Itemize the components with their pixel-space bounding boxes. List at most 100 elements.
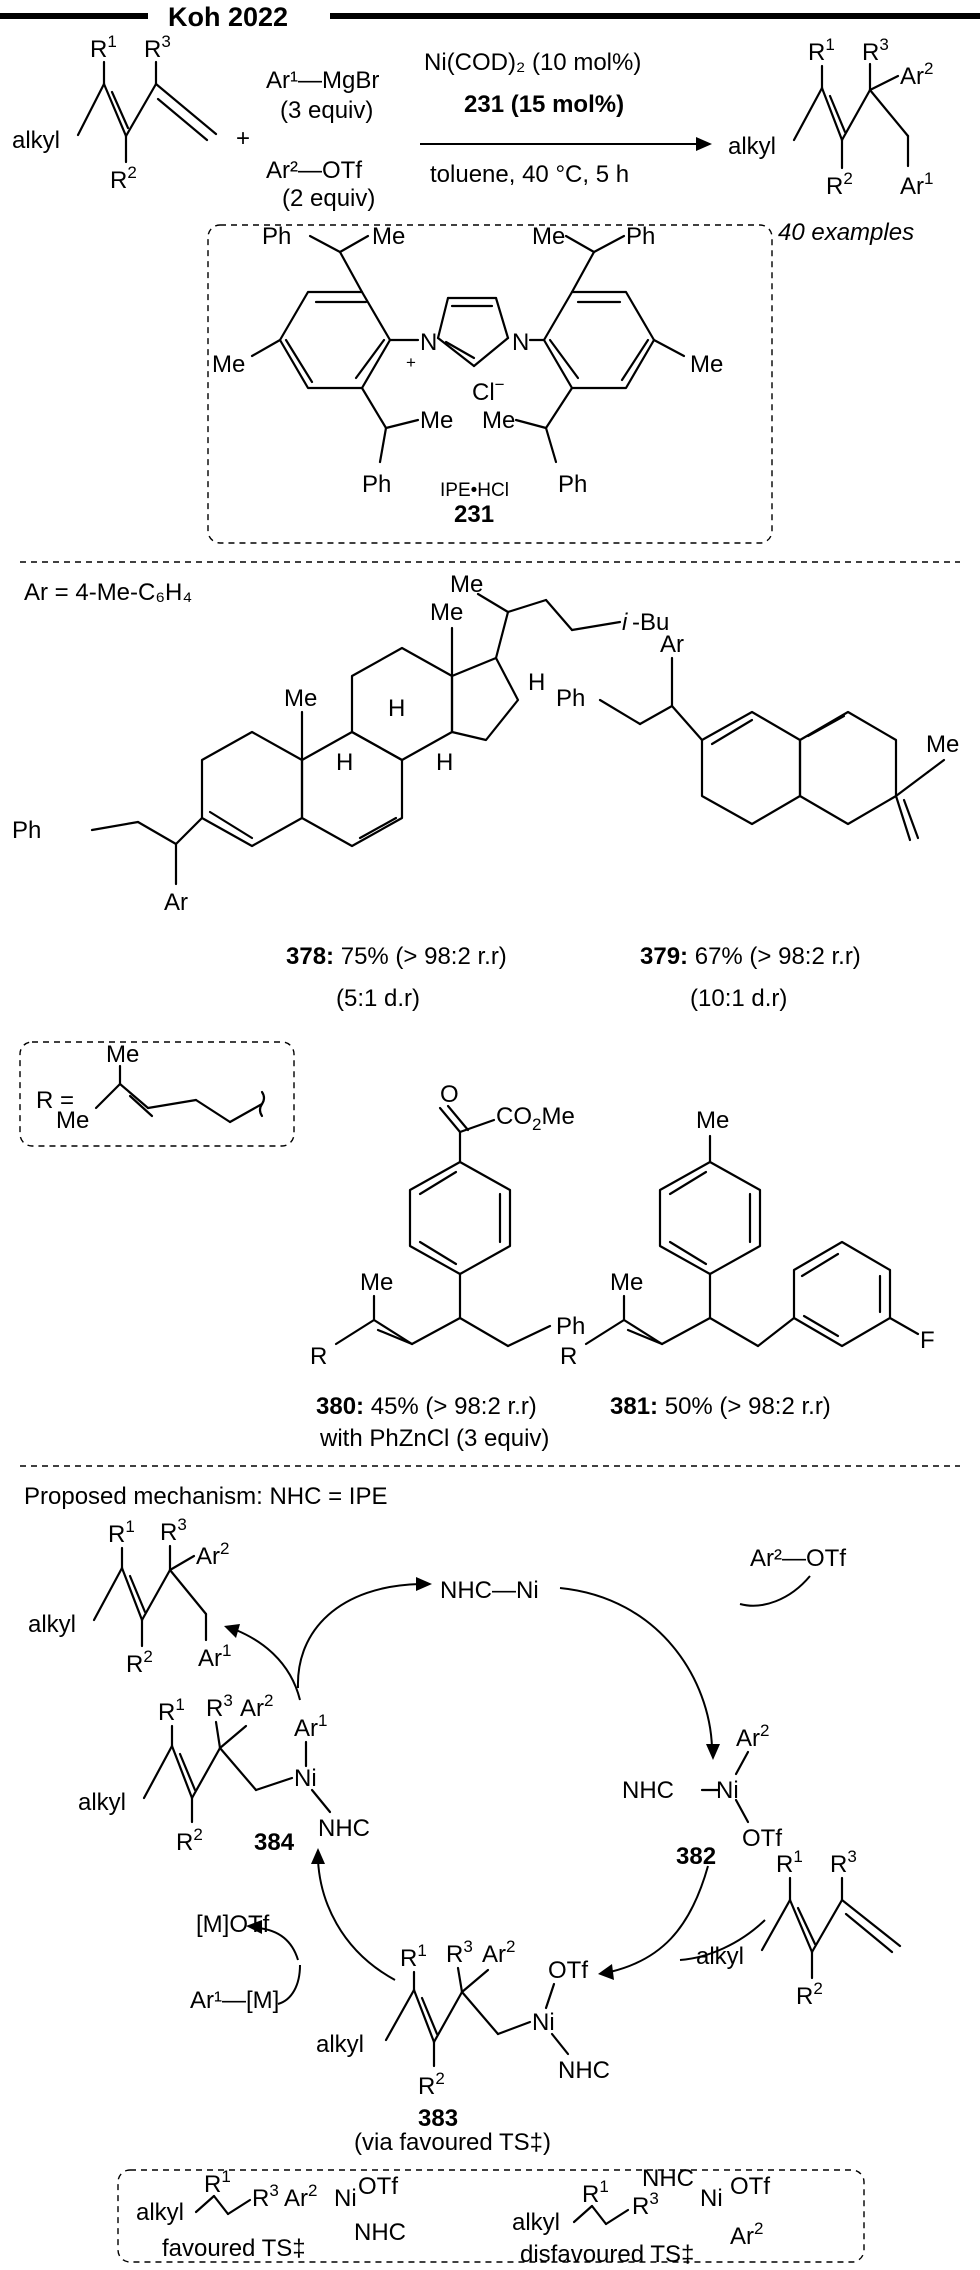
ligand-number: 231 bbox=[454, 501, 494, 528]
ligand-name: IPE•HCl bbox=[440, 480, 509, 501]
svg-text:NHC: NHC bbox=[622, 1777, 674, 1804]
svg-text:Me: Me bbox=[926, 731, 959, 758]
svg-text:+: + bbox=[406, 353, 416, 372]
compound-378-structure: Ph Ar Me Me Me i -Bu H H H H bbox=[12, 571, 669, 916]
svg-text:Ph: Ph bbox=[12, 817, 41, 844]
disfavoured-ts-label: disfavoured TS‡ bbox=[520, 2241, 694, 2268]
favoured-ts-label: favoured TS‡ bbox=[162, 2235, 306, 2262]
svg-text:OTf: OTf bbox=[742, 1825, 782, 1852]
svg-text:-Bu: -Bu bbox=[632, 609, 669, 636]
svg-text:Ar: Ar bbox=[164, 889, 188, 916]
svg-text:R3: R3 bbox=[206, 1691, 233, 1722]
svg-text:R1: R1 bbox=[108, 1517, 135, 1548]
svg-text:alkyl: alkyl bbox=[512, 2209, 560, 2236]
svg-text:Ph: Ph bbox=[626, 223, 655, 250]
svg-text:H: H bbox=[528, 669, 545, 696]
svg-text:R1: R1 bbox=[808, 35, 835, 66]
condition-catalyst: Ni(COD)₂ (10 mol%) bbox=[424, 49, 641, 76]
svg-text:Ni: Ni bbox=[334, 2185, 357, 2212]
aryl-definition: Ar = 4-Me-C₆H₄ bbox=[24, 579, 192, 606]
svg-text:OTf: OTf bbox=[548, 1957, 588, 1984]
intermediate-384-label: 384 bbox=[254, 1829, 295, 1856]
svg-text:R1: R1 bbox=[582, 2177, 609, 2208]
svg-text:Cl−: Cl− bbox=[472, 375, 505, 406]
svg-text:R3: R3 bbox=[446, 1937, 473, 1968]
svg-text:R1: R1 bbox=[400, 1941, 427, 1972]
svg-text:R =: R = bbox=[36, 1087, 74, 1114]
svg-text:R3: R3 bbox=[144, 32, 171, 63]
catalytic-cycle-arrows bbox=[224, 1575, 811, 2005]
svg-text:Ar2: Ar2 bbox=[900, 59, 933, 90]
svg-text:N: N bbox=[512, 329, 529, 356]
mechanism-catalyst: NHC—Ni bbox=[440, 1577, 539, 1604]
reagent-grignard: Ar¹—MgBr bbox=[266, 67, 379, 94]
svg-text:Ni: Ni bbox=[716, 1777, 739, 1804]
svg-text:Ph: Ph bbox=[556, 1313, 585, 1340]
svg-text:Ar2: Ar2 bbox=[240, 1691, 273, 1722]
svg-text:R2: R2 bbox=[826, 169, 853, 200]
svg-text:alkyl: alkyl bbox=[28, 1611, 76, 1638]
ligand-box bbox=[207, 224, 773, 544]
compound-381-structure: Me Me R F bbox=[560, 1107, 935, 1370]
svg-text:Me: Me bbox=[690, 351, 723, 378]
disfavoured-ts-structure: alkyl R1 R3 NHC Ni OTf Ar2 bbox=[512, 2165, 770, 2250]
mechanism-title: Proposed mechanism: NHC = IPE bbox=[24, 1483, 387, 1510]
intermediate-383-note: (via favoured TS‡) bbox=[354, 2129, 551, 2156]
svg-text:Me: Me bbox=[430, 599, 463, 626]
diene-substrate: alkyl R1 R3 R2 bbox=[12, 32, 218, 194]
mechanism-product-structure: alkyl R1 R3 Ar2 R2 Ar1 bbox=[28, 1515, 231, 1678]
compound-378-dr: (5:1 d.r) bbox=[336, 985, 420, 1012]
svg-text:NHC: NHC bbox=[354, 2219, 406, 2246]
svg-text:R2: R2 bbox=[126, 1647, 153, 1678]
svg-text:Ar2: Ar2 bbox=[730, 2219, 763, 2250]
r-group-box bbox=[19, 1041, 295, 1147]
svg-text:Ni: Ni bbox=[532, 2009, 555, 2036]
svg-text:R1: R1 bbox=[776, 1847, 803, 1878]
condition-solvent: toluene, 40 °C, 5 h bbox=[430, 161, 629, 188]
plus-sign: + bbox=[236, 125, 250, 152]
svg-text:Ar2: Ar2 bbox=[482, 1937, 515, 1968]
svg-text:O: O bbox=[440, 1081, 459, 1108]
svg-text:R3: R3 bbox=[252, 2181, 279, 2212]
svg-text:alkyl: alkyl bbox=[696, 1943, 744, 1970]
compound-378-result: 378: 75% (> 98:2 r.r) bbox=[286, 943, 507, 970]
svg-text:R3: R3 bbox=[830, 1847, 857, 1878]
svg-text:OTf: OTf bbox=[358, 2173, 398, 2200]
intermediate-382-label: 382 bbox=[676, 1843, 716, 1870]
svg-text:Ar2: Ar2 bbox=[284, 2181, 317, 2212]
svg-text:H: H bbox=[336, 749, 353, 776]
svg-text:Me: Me bbox=[360, 1269, 393, 1296]
svg-text:Me: Me bbox=[532, 223, 565, 250]
reagent-grignard-equiv: (3 equiv) bbox=[280, 97, 373, 124]
svg-text:R3: R3 bbox=[632, 2189, 659, 2220]
condition-ligand: 231 (15 mol%) bbox=[464, 91, 624, 118]
svg-text:R2: R2 bbox=[110, 163, 137, 194]
svg-text:R1: R1 bbox=[158, 1695, 185, 1726]
svg-text:CO2Me: CO2Me bbox=[496, 1103, 575, 1134]
svg-text:R3: R3 bbox=[862, 35, 889, 66]
svg-text:H: H bbox=[436, 749, 453, 776]
compound-379-result: 379: 67% (> 98:2 r.r) bbox=[640, 943, 861, 970]
svg-text:Ph: Ph bbox=[262, 223, 291, 250]
compound-380-result: 380: 45% (> 98:2 r.r) bbox=[316, 1393, 537, 1420]
mechanism-aryl-triflate: Ar²—OTf bbox=[750, 1545, 846, 1572]
r-group-prenyl-structure: R = Me Me bbox=[36, 1041, 266, 1134]
svg-text:Ar1: Ar1 bbox=[198, 1641, 231, 1672]
svg-text:R2: R2 bbox=[418, 2069, 445, 2100]
reaction-arrow bbox=[420, 137, 712, 151]
svg-text:NHC: NHC bbox=[558, 2057, 610, 2084]
svg-text:Me: Me bbox=[450, 571, 483, 598]
compound-381-result: 381: 50% (> 98:2 r.r) bbox=[610, 1393, 831, 1420]
svg-text:R2: R2 bbox=[796, 1979, 823, 2010]
svg-text:R3: R3 bbox=[160, 1515, 187, 1546]
svg-text:alkyl: alkyl bbox=[78, 1789, 126, 1816]
svg-text:R1: R1 bbox=[204, 2167, 231, 2198]
svg-text:Me: Me bbox=[610, 1269, 643, 1296]
svg-text:i: i bbox=[622, 609, 628, 636]
mechanism-diene-structure: alkyl R1 R3 R2 bbox=[696, 1847, 902, 2010]
svg-text:Me: Me bbox=[372, 223, 405, 250]
svg-text:alkyl: alkyl bbox=[136, 2199, 184, 2226]
svg-text:Ph: Ph bbox=[556, 685, 585, 712]
svg-text:R1: R1 bbox=[90, 32, 117, 63]
svg-text:H: H bbox=[388, 695, 405, 722]
